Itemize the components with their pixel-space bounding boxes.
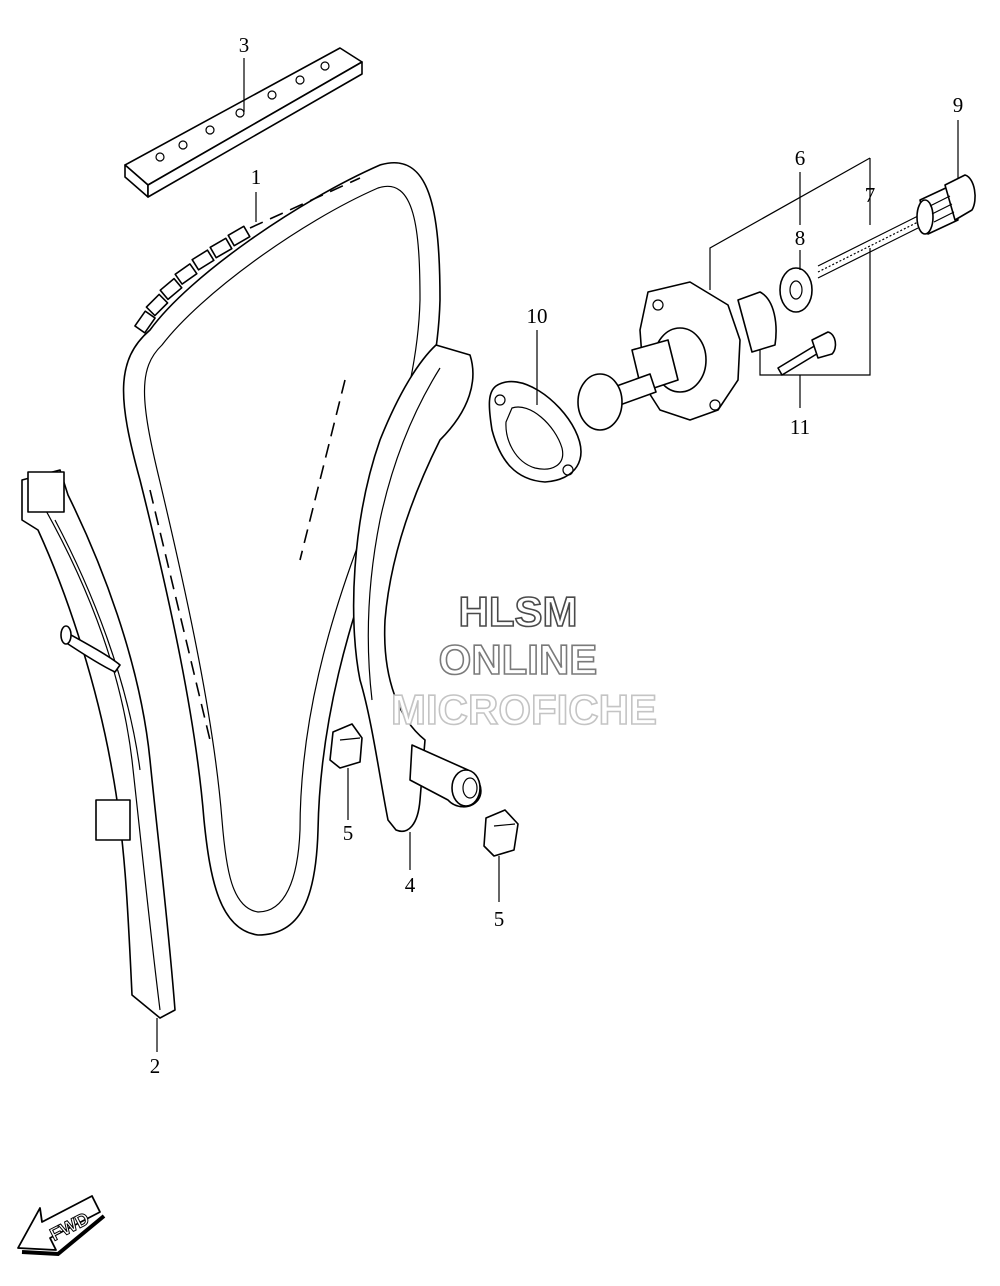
callout-7: 7 — [865, 183, 876, 207]
callout-4: 4 — [405, 873, 416, 897]
callout-8: 8 — [795, 226, 806, 250]
chain-links — [134, 225, 251, 334]
watermark-line-2: ONLINE — [439, 636, 598, 683]
part-3-chain-guide-strip[interactable] — [124, 47, 363, 198]
leader-lines — [156, 58, 959, 1052]
callout-6: 6 — [795, 146, 806, 170]
callout-1: 1 — [251, 165, 262, 189]
part-6-tensioner-assembly[interactable] — [577, 281, 777, 431]
callout-numbers: 1 2 3 4 5 5 6 7 8 9 10 11 — [150, 33, 964, 1078]
part-4-chain-guide[interactable] — [352, 344, 482, 832]
callout-9: 9 — [953, 93, 964, 117]
part-1-timing-chain[interactable] — [122, 162, 441, 936]
part-7-spring[interactable] — [817, 215, 919, 279]
callout-5-right: 5 — [494, 907, 505, 931]
part-8-washer[interactable] — [779, 267, 813, 313]
part-9-cap-bolt[interactable] — [916, 174, 976, 235]
part-11-bolt[interactable] — [777, 331, 837, 376]
part-10-gasket[interactable] — [488, 380, 582, 483]
watermark-line-1: HLSM — [459, 588, 578, 635]
callout-2: 2 — [150, 1054, 161, 1078]
fwd-direction-arrow: FWD — [17, 1195, 106, 1257]
part-5-guide-rubber-left[interactable] — [329, 723, 363, 769]
callout-10: 10 — [527, 304, 548, 328]
callout-3: 3 — [239, 33, 250, 57]
watermark: HLSM ONLINE MICROFICHE — [390, 587, 658, 734]
callout-5-left: 5 — [343, 821, 354, 845]
part-5-guide-rubber-right[interactable] — [483, 809, 519, 857]
watermark-line-3: MICROFICHE — [391, 686, 657, 733]
part-2-tensioner-guide[interactable] — [21, 469, 176, 1019]
callout-11: 11 — [790, 415, 810, 439]
fwd-arrow-icon — [17, 1195, 101, 1251]
